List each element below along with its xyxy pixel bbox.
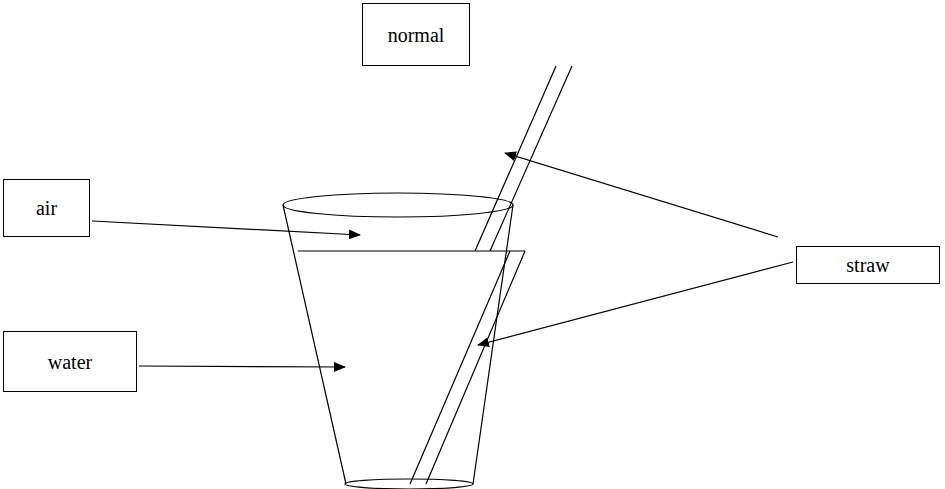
label-text: air	[36, 196, 57, 220]
label-box: water	[3, 331, 137, 392]
label-text: straw	[846, 253, 889, 277]
cup-rim	[283, 193, 513, 217]
leader-line	[139, 366, 345, 367]
label-box: straw	[796, 246, 940, 284]
label-text: water	[48, 350, 92, 374]
label-box: air	[3, 179, 90, 237]
straw-edge	[490, 66, 572, 251]
cup-base	[345, 479, 473, 489]
straw-edge	[426, 251, 525, 484]
leader-line	[505, 153, 778, 237]
label-text: normal	[388, 23, 445, 47]
leader-line	[478, 262, 793, 345]
water-surface	[298, 250, 525, 251]
label-box: normal	[362, 3, 470, 66]
cup-side	[283, 205, 346, 484]
leader-line	[92, 221, 360, 235]
straw-edge	[410, 251, 510, 484]
straw-edge	[475, 66, 556, 251]
